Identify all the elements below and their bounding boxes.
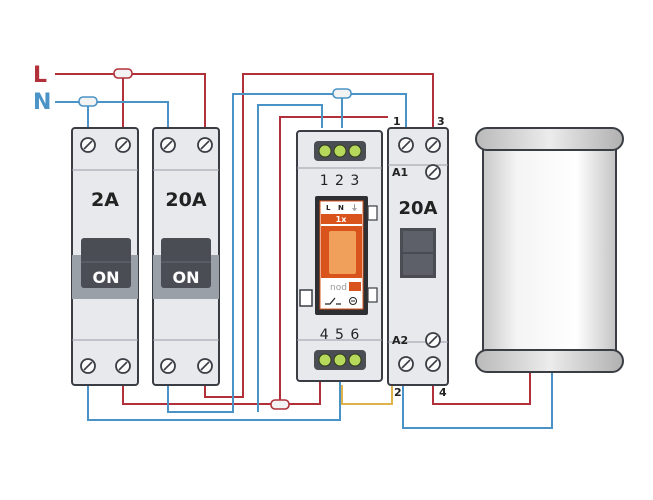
screw-terminal-icon	[80, 358, 96, 374]
screw-terminal-icon	[115, 358, 131, 374]
screw-terminal-icon	[160, 137, 176, 153]
live-wires	[55, 73, 531, 405]
screw-terminal-icon	[333, 353, 347, 367]
neutral-wires	[55, 93, 553, 429]
contactor-terminal-3: 3	[437, 115, 445, 128]
breaker-2-toggle[interactable]	[161, 238, 211, 288]
neutral-breaker2-to-bus	[167, 93, 407, 413]
screw-terminal-icon	[197, 358, 213, 374]
breaker-2-rating: 20A	[165, 189, 206, 211]
screw-terminal-icon	[425, 137, 441, 153]
screw-terminal-icon	[80, 137, 96, 153]
breaker-2-state: ON	[173, 268, 200, 287]
screw-terminal-icon	[425, 332, 441, 348]
screw-terminal-icon	[318, 353, 332, 367]
screw-terminal-icon	[160, 358, 176, 374]
contactor-coil-a2: A2	[392, 334, 408, 347]
circuit-breaker-20a: 20A ON	[152, 127, 220, 386]
circuit-breaker-2a: 2A ON	[71, 127, 139, 386]
live-label: L	[33, 63, 47, 88]
live-contactor-4-to-tank	[432, 370, 531, 405]
relay-top-terminal-numbers: 1 2 3	[320, 173, 361, 189]
live-bus-line	[55, 73, 206, 128]
relay-label-n: N	[338, 204, 344, 212]
contactor-terminal-1: 1	[393, 115, 401, 128]
relay-module: 1 2 3 L N ⏚ 1x nod 4 5 6	[296, 130, 383, 382]
neutral-label: N	[33, 90, 51, 115]
wire-connectors	[78, 68, 352, 410]
screw-terminal-icon	[348, 353, 362, 367]
wire-connector-icon	[270, 399, 290, 410]
neutral-relay-feed	[257, 104, 323, 412]
neutral-bus-line	[55, 101, 169, 128]
screw-terminal-icon	[398, 356, 414, 372]
screw-terminal-icon	[318, 144, 332, 158]
neutral-contactor-2-to-tank	[402, 370, 553, 429]
contactor-terminal-4: 4	[439, 386, 447, 399]
wire-connector-icon	[78, 96, 98, 107]
contactor-rating: 20A	[399, 198, 438, 219]
relay-bottom-terminal-numbers: 4 5 6	[320, 327, 361, 343]
screw-terminal-icon	[425, 164, 441, 180]
water-heater-tank-icon	[475, 127, 624, 373]
contactor-20a: 1 3 A1 20A A2 2 4	[387, 115, 449, 399]
breaker-1-toggle[interactable]	[81, 238, 131, 288]
relay-switch-icon: ⏚	[351, 204, 358, 212]
live-relay-to-coil-a1	[279, 116, 388, 404]
screw-terminal-icon	[398, 137, 414, 153]
screw-terminal-icon	[333, 144, 347, 158]
screw-terminal-icon	[348, 144, 362, 158]
relay-brand: nod	[330, 283, 347, 293]
screw-terminal-icon	[115, 137, 131, 153]
breaker-1-state: ON	[93, 268, 120, 287]
relay-label-l: L	[326, 204, 331, 212]
neutral-breaker1-to-relay	[87, 370, 341, 421]
screw-terminal-icon	[197, 137, 213, 153]
contactor-coil-a1: A1	[392, 166, 408, 179]
wire-connector-icon	[113, 68, 133, 79]
relay-channel-badge: 1x	[336, 215, 348, 224]
wire-connector-icon	[332, 88, 352, 99]
screw-terminal-icon	[425, 356, 441, 372]
live-breaker1-to-relay-bottom	[122, 370, 321, 405]
relay-switch-icon	[325, 297, 341, 305]
live-breaker2-to-contactor-1	[204, 73, 434, 398]
relay-program-button[interactable]	[299, 289, 313, 307]
contactor-terminal-2: 2	[394, 386, 402, 399]
breaker-1-rating: 2A	[91, 189, 119, 211]
